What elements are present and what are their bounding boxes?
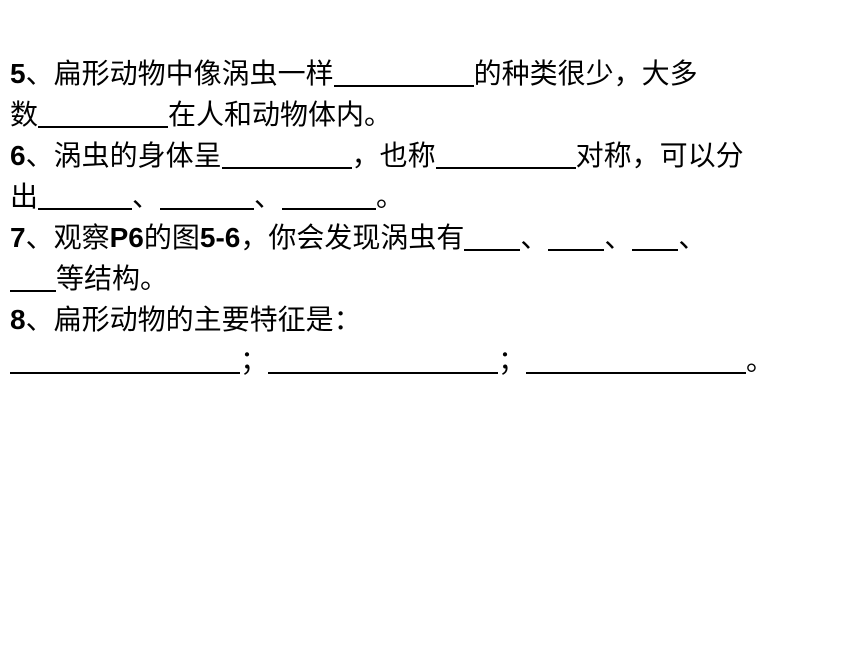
separator: ； xyxy=(240,344,269,377)
worksheet: 5、扁形动物中像涡虫一样的种类很少，大多 数在人和动物体内。 6、涡虫的身体呈，… xyxy=(10,53,850,381)
question-text: 数 xyxy=(10,98,39,131)
question-text: 对称，可以分 xyxy=(575,139,744,172)
question-text: 涡虫的身体呈 xyxy=(53,139,222,172)
separator: 、 xyxy=(25,221,54,254)
question-text: ，你会发现涡虫有 xyxy=(240,221,465,254)
question-text: 出 xyxy=(10,180,39,213)
question-text: 扁形动物中像涡虫一样 xyxy=(53,57,334,90)
question-number: 6 xyxy=(10,140,26,171)
answer-blank[interactable] xyxy=(10,371,240,374)
answer-blank[interactable] xyxy=(282,207,377,210)
answer-blank[interactable] xyxy=(526,371,747,374)
separator: 、 xyxy=(604,221,633,254)
terminal-mark: 。 xyxy=(376,180,405,213)
page-reference: P6 xyxy=(109,222,144,253)
question-5-line-2: 数 在人和动物体内。 xyxy=(10,94,850,135)
question-6-line-2: 出 、 、 。 xyxy=(10,176,850,217)
answer-blank[interactable] xyxy=(333,84,474,87)
question-7-line-2: 等结构。 xyxy=(10,258,850,299)
separator: 、 xyxy=(678,221,707,254)
question-number: 8 xyxy=(10,304,26,335)
question-number: 5 xyxy=(10,58,26,89)
question-8-line-1: 8、扁形动物的主要特征是： xyxy=(10,299,850,340)
separator: 、 xyxy=(25,303,54,336)
separator: 、 xyxy=(132,180,161,213)
question-text: 观察 xyxy=(53,221,110,254)
separator: 、 xyxy=(25,57,54,90)
separator: 、 xyxy=(520,221,549,254)
question-text: 的种类很少，大多 xyxy=(473,57,698,90)
terminal-mark: 。 xyxy=(746,344,775,377)
answer-blank[interactable] xyxy=(38,125,169,128)
question-text: 等结构。 xyxy=(56,262,169,295)
question-5-line-1: 5、扁形动物中像涡虫一样 的种类很少，大多 xyxy=(10,53,850,94)
separator: ； xyxy=(498,344,527,377)
question-8-line-2: ； ； 。 xyxy=(10,340,850,381)
question-6-line-1: 6、涡虫的身体呈 ，也称 对称，可以分 xyxy=(10,135,850,176)
answer-blank[interactable] xyxy=(632,248,679,251)
answer-blank[interactable] xyxy=(435,166,576,169)
question-text: 扁形动物的主要特征是： xyxy=(53,303,362,336)
answer-blank[interactable] xyxy=(38,207,133,210)
question-7-line-1: 7、观察P6的图5-6，你会发现涡虫有、、、 xyxy=(10,217,850,258)
question-text: 的图 xyxy=(143,221,200,254)
answer-blank[interactable] xyxy=(160,207,255,210)
separator: 、 xyxy=(254,180,283,213)
answer-blank[interactable] xyxy=(10,289,56,292)
figure-reference: 5-6 xyxy=(199,222,241,253)
question-text: 在人和动物体内。 xyxy=(168,98,393,131)
answer-blank[interactable] xyxy=(268,371,499,374)
answer-blank[interactable] xyxy=(548,248,605,251)
question-number: 7 xyxy=(10,222,26,253)
answer-blank[interactable] xyxy=(464,248,521,251)
question-text: ，也称 xyxy=(351,139,436,172)
separator: 、 xyxy=(25,139,54,172)
answer-blank[interactable] xyxy=(221,166,352,169)
